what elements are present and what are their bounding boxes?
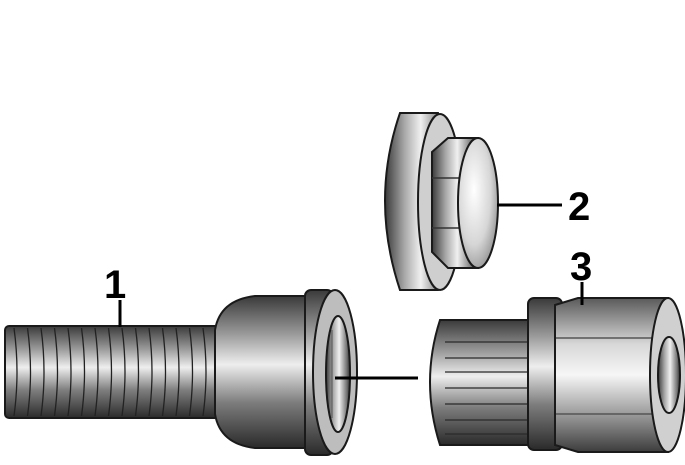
key-spline-grooves: [445, 341, 528, 435]
callout-part-1: 1: [104, 263, 126, 307]
thread-groove: [80, 327, 86, 417]
bolt-key-socket: [325, 315, 351, 433]
lock-bolt: [4, 289, 358, 456]
thread-groove: [94, 327, 99, 417]
lock-cap: [384, 112, 499, 291]
thread-groove: [67, 327, 72, 417]
thread-groove: [202, 327, 207, 417]
thread-groove: [161, 327, 167, 417]
thread-groove: [13, 327, 18, 417]
thread-groove: [175, 327, 180, 417]
callout-part-3: 3: [570, 245, 592, 289]
key-adapter: [429, 297, 685, 453]
thread-groove: [148, 327, 153, 417]
cap-dome: [457, 137, 499, 269]
bolt-tapered-seat: [214, 295, 316, 449]
key-spline-end: [429, 319, 539, 446]
thread-groove: [121, 327, 126, 417]
key-socket: [657, 336, 681, 414]
thread-groove: [26, 327, 32, 417]
thread-groove: [107, 327, 113, 417]
thread-groove: [53, 327, 59, 417]
thread-groove: [188, 327, 194, 417]
thread-groove: [40, 327, 45, 417]
thread-groove: [134, 327, 140, 417]
bolt-threads: [13, 327, 207, 417]
callout-part-2: 2: [568, 185, 590, 229]
